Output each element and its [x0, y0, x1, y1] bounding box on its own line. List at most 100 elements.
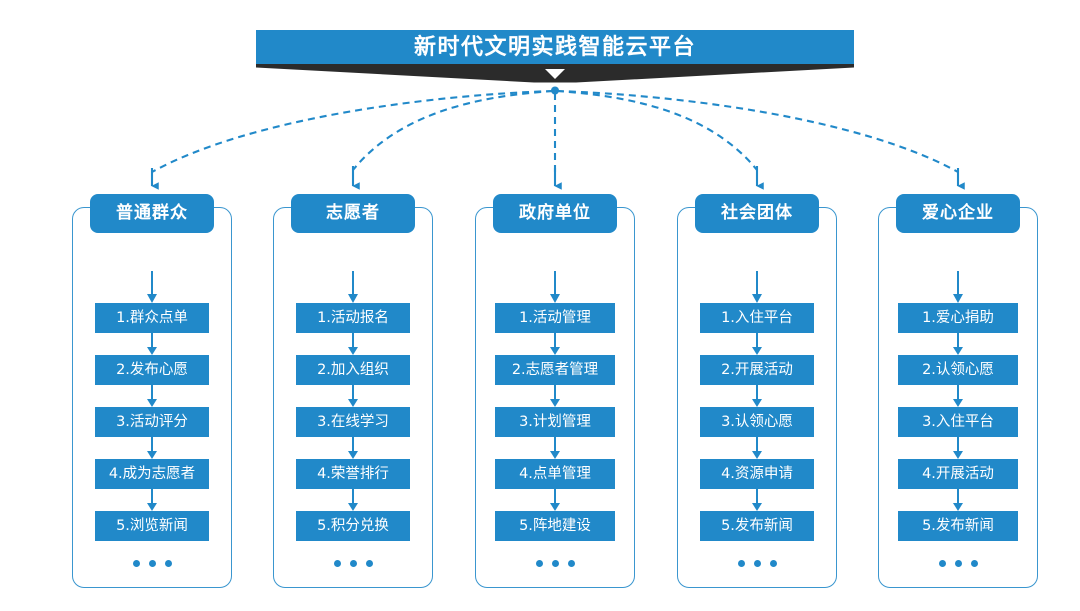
list-item[interactable]: 4.点单管理	[495, 459, 615, 489]
flow-arrow-icon	[750, 385, 764, 407]
more-items-ellipsis-icon	[737, 560, 777, 567]
list-item-label: 3.入住平台	[922, 413, 994, 430]
list-item-label: 4.开展活动	[922, 465, 994, 482]
list-item[interactable]: 5.发布新闻	[898, 511, 1018, 541]
flow-arrow-icon	[951, 489, 965, 511]
list-item-label: 1.入住平台	[721, 309, 793, 326]
column-body: 1.群众点单 2.发布心愿 3.活动评分 4.成为志愿者 5.浏览新闻	[73, 271, 231, 567]
list-item-label: 1.群众点单	[116, 309, 188, 326]
flow-arrow-icon	[548, 385, 562, 407]
flow-arrow-icon	[951, 385, 965, 407]
flow-arrow-icon	[145, 437, 159, 459]
flow-arrow-icon	[346, 385, 360, 407]
column-header-ordinary-public[interactable]: 普通群众	[90, 194, 214, 233]
column-header-label: 志愿者	[326, 203, 380, 223]
list-item-label: 4.成为志愿者	[108, 465, 196, 482]
column-header-label: 普通群众	[116, 203, 188, 223]
list-item[interactable]: 3.计划管理	[495, 407, 615, 437]
list-item-label: 4.资源申请	[721, 465, 793, 482]
list-item[interactable]: 2.志愿者管理	[495, 355, 615, 385]
list-item-label: 5.发布新闻	[922, 517, 994, 534]
banner-shadow-ribbon	[256, 64, 854, 83]
column-body: 1.活动管理 2.志愿者管理 3.计划管理 4.点单管理 5.阵地建设	[476, 271, 634, 567]
list-item-label: 5.浏览新闻	[116, 517, 188, 534]
column-body: 1.入住平台 2.开展活动 3.认领心愿 4.资源申请 5.发布新闻	[678, 271, 836, 567]
list-item[interactable]: 3.在线学习	[296, 407, 410, 437]
list-item-label: 2.志愿者管理	[511, 361, 599, 378]
flow-arrow-icon	[145, 333, 159, 355]
column-body: 1.活动报名 2.加入组织 3.在线学习 4.荣誉排行 5.积分兑换	[274, 271, 432, 567]
list-item[interactable]: 4.成为志愿者	[95, 459, 209, 489]
more-items-ellipsis-icon	[938, 560, 978, 567]
column-header-label: 政府单位	[519, 203, 591, 223]
connector-to-ordinary-public	[151, 89, 554, 173]
flow-arrow-icon	[548, 489, 562, 511]
flow-arrow-icon	[346, 271, 360, 303]
platform-title: 新时代文明实践智能云平台	[413, 34, 696, 60]
column-header-social-group[interactable]: 社会团体	[695, 194, 819, 233]
flow-arrow-icon	[750, 333, 764, 355]
column-header-caring-enterprise[interactable]: 爱心企业	[896, 194, 1020, 233]
flow-arrow-icon	[346, 333, 360, 355]
column-header-label: 社会团体	[721, 203, 793, 223]
flow-arrow-icon	[346, 489, 360, 511]
list-item-label: 1.爱心捐助	[922, 309, 994, 326]
connector-to-volunteer	[352, 89, 554, 171]
more-items-ellipsis-icon	[132, 560, 172, 567]
list-item-label: 2.认领心愿	[922, 361, 994, 378]
flow-arrow-icon	[145, 271, 159, 303]
list-item-label: 5.发布新闻	[721, 517, 793, 534]
list-item[interactable]: 1.活动管理	[495, 303, 615, 333]
flow-arrow-icon	[750, 489, 764, 511]
column-body: 1.爱心捐助 2.认领心愿 3.入住平台 4.开展活动 5.发布新闻	[879, 271, 1037, 567]
list-item[interactable]: 1.活动报名	[296, 303, 410, 333]
column-header-government-unit[interactable]: 政府单位	[493, 194, 617, 233]
flow-arrow-icon	[145, 489, 159, 511]
list-item[interactable]: 1.爱心捐助	[898, 303, 1018, 333]
list-item[interactable]: 2.发布心愿	[95, 355, 209, 385]
list-item-label: 5.阵地建设	[519, 517, 591, 534]
list-item[interactable]: 5.阵地建设	[495, 511, 615, 541]
column-header-volunteer[interactable]: 志愿者	[291, 194, 415, 233]
list-item[interactable]: 2.加入组织	[296, 355, 410, 385]
flow-arrow-icon	[951, 437, 965, 459]
flow-arrow-icon	[750, 437, 764, 459]
list-item[interactable]: 5.积分兑换	[296, 511, 410, 541]
platform-banner: 新时代文明实践智能云平台	[256, 30, 854, 83]
flow-arrow-icon	[951, 271, 965, 303]
list-item[interactable]: 2.开展活动	[700, 355, 814, 385]
list-item[interactable]: 3.认领心愿	[700, 407, 814, 437]
list-item-label: 4.荣誉排行	[317, 465, 389, 482]
flow-arrow-icon	[548, 271, 562, 303]
column-social-group[interactable]: 社会团体 1.入住平台 2.开展活动 3.认领心愿 4.资源申请 5.发布新闻	[677, 194, 837, 588]
list-item[interactable]: 4.开展活动	[898, 459, 1018, 489]
flow-arrow-icon	[548, 437, 562, 459]
column-volunteer[interactable]: 志愿者 1.活动报名 2.加入组织 3.在线学习 4.荣誉排行 5.积分兑换	[273, 194, 433, 588]
flow-arrow-icon	[346, 437, 360, 459]
list-item-label: 4.点单管理	[519, 465, 591, 482]
list-item[interactable]: 4.荣誉排行	[296, 459, 410, 489]
list-item[interactable]: 5.发布新闻	[700, 511, 814, 541]
flow-arrow-icon	[145, 385, 159, 407]
column-ordinary-public[interactable]: 普通群众 1.群众点单 2.发布心愿 3.活动评分 4.成为志愿者 5.浏览新闻	[72, 194, 232, 588]
connector-to-social-group	[556, 89, 758, 171]
list-item[interactable]: 5.浏览新闻	[95, 511, 209, 541]
list-item[interactable]: 3.活动评分	[95, 407, 209, 437]
list-item-label: 2.发布心愿	[116, 361, 188, 378]
flow-arrow-icon	[750, 271, 764, 303]
hub-node	[551, 86, 559, 95]
list-item[interactable]: 2.认领心愿	[898, 355, 1018, 385]
flow-arrow-icon	[548, 333, 562, 355]
list-item[interactable]: 1.入住平台	[700, 303, 814, 333]
list-item[interactable]: 4.资源申请	[700, 459, 814, 489]
list-item[interactable]: 1.群众点单	[95, 303, 209, 333]
list-item-label: 3.在线学习	[317, 413, 389, 430]
list-item-label: 2.开展活动	[721, 361, 793, 378]
connector-to-caring-enterprise	[556, 89, 959, 173]
column-caring-enterprise[interactable]: 爱心企业 1.爱心捐助 2.认领心愿 3.入住平台 4.开展活动 5.发布新闻	[878, 194, 1038, 588]
list-item[interactable]: 3.入住平台	[898, 407, 1018, 437]
platform-banner-bar: 新时代文明实践智能云平台	[256, 30, 854, 65]
column-government-unit[interactable]: 政府单位 1.活动管理 2.志愿者管理 3.计划管理 4.点单管理 5.阵地建设	[475, 194, 635, 588]
list-item-label: 1.活动报名	[317, 309, 389, 326]
column-header-label: 爱心企业	[922, 203, 994, 223]
